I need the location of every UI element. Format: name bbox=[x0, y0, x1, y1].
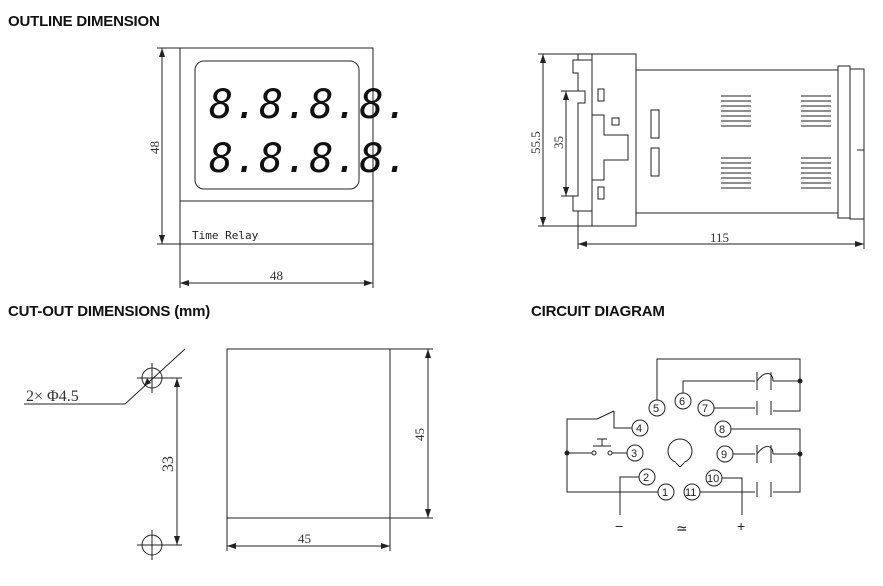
side-bezel bbox=[837, 65, 851, 219]
circuit-heading: CIRCUIT DIAGRAM bbox=[531, 303, 665, 320]
wire-5 bbox=[656, 358, 801, 412]
terminal-10: 10 bbox=[707, 473, 719, 485]
bracket-clip bbox=[592, 114, 629, 181]
side-outer-height-value: 55.5 bbox=[528, 131, 543, 154]
terminal-11: 11 bbox=[685, 487, 696, 499]
cutout-square bbox=[226, 348, 391, 519]
front-housing bbox=[179, 47, 374, 245]
terminal-1: 1 bbox=[662, 487, 668, 499]
minus-label: − bbox=[615, 518, 623, 534]
front-view bbox=[157, 47, 374, 288]
wire-plus bbox=[722, 477, 743, 515]
wire-6 bbox=[682, 380, 800, 393]
hole-leader-line bbox=[124, 348, 186, 405]
terminal-9: 9 bbox=[721, 449, 727, 461]
front-label: Time Relay bbox=[192, 229, 259, 242]
bracket-slot-top bbox=[597, 88, 605, 102]
side-bracket bbox=[572, 53, 637, 227]
pb-contact-right bbox=[607, 450, 613, 456]
outline-heading: OUTLINE DIMENSION bbox=[8, 13, 160, 30]
wire-minus bbox=[619, 476, 639, 515]
terminal-3: 3 bbox=[631, 448, 637, 460]
socket-key-notch-r bbox=[679, 462, 685, 468]
cutout-height-value: 45 bbox=[412, 428, 427, 441]
cutout-heading: CUT-OUT DIMENSIONS (mm) bbox=[8, 303, 211, 320]
relay-contact-lower-b bbox=[756, 482, 772, 497]
side-tab-top bbox=[650, 109, 660, 139]
hole-spacing-value: 33 bbox=[160, 456, 177, 472]
ac-label: ≃ bbox=[676, 520, 688, 536]
side-inner-height-value: 35 bbox=[551, 136, 566, 149]
terminal-5: 5 bbox=[653, 403, 659, 415]
terminal-2: 2 bbox=[643, 472, 649, 484]
relay-contact-lower-a bbox=[756, 445, 774, 463]
display-row-2: 8.8.8.8. bbox=[209, 136, 410, 182]
relay-contact-upper-a bbox=[756, 372, 774, 390]
hole-leader-arrow bbox=[144, 378, 151, 386]
node-upper bbox=[797, 378, 803, 384]
vent-grilles bbox=[721, 95, 831, 189]
side-length-value: 115 bbox=[710, 230, 729, 245]
display-window bbox=[194, 60, 360, 190]
wire-8 bbox=[731, 428, 801, 493]
cutout-view bbox=[24, 348, 433, 560]
hole-spec: 2× Φ4.5 bbox=[26, 388, 79, 405]
node-left bbox=[564, 450, 570, 456]
display-row-1: 8.8.8.8. bbox=[209, 82, 410, 128]
cutout-width-value: 45 bbox=[298, 531, 311, 546]
front-height-value: 48 bbox=[147, 141, 162, 154]
terminal-6: 6 bbox=[679, 396, 685, 408]
side-tab-bottom bbox=[650, 147, 660, 177]
bracket-square bbox=[611, 117, 620, 126]
socket-key-notch-l bbox=[675, 462, 681, 468]
terminal-7: 7 bbox=[702, 403, 708, 415]
terminal-4: 4 bbox=[636, 423, 642, 435]
circuit-diagram bbox=[564, 358, 803, 515]
side-view bbox=[538, 53, 865, 249]
pushbutton-actuator bbox=[593, 438, 611, 447]
terminal-numbers: 1 2 3 4 5 6 7 8 9 10 11 bbox=[631, 396, 727, 499]
node-lower bbox=[797, 451, 803, 457]
side-body bbox=[635, 69, 839, 214]
plus-label: + bbox=[737, 518, 745, 534]
pb-contact-left bbox=[591, 450, 597, 456]
front-width-value: 48 bbox=[270, 268, 283, 283]
side-front-face bbox=[849, 68, 865, 220]
bracket-slot-bottom bbox=[597, 186, 605, 200]
terminal-8: 8 bbox=[719, 424, 725, 436]
relay-contact-upper-b bbox=[756, 401, 772, 415]
relay-socket-key bbox=[667, 438, 693, 464]
